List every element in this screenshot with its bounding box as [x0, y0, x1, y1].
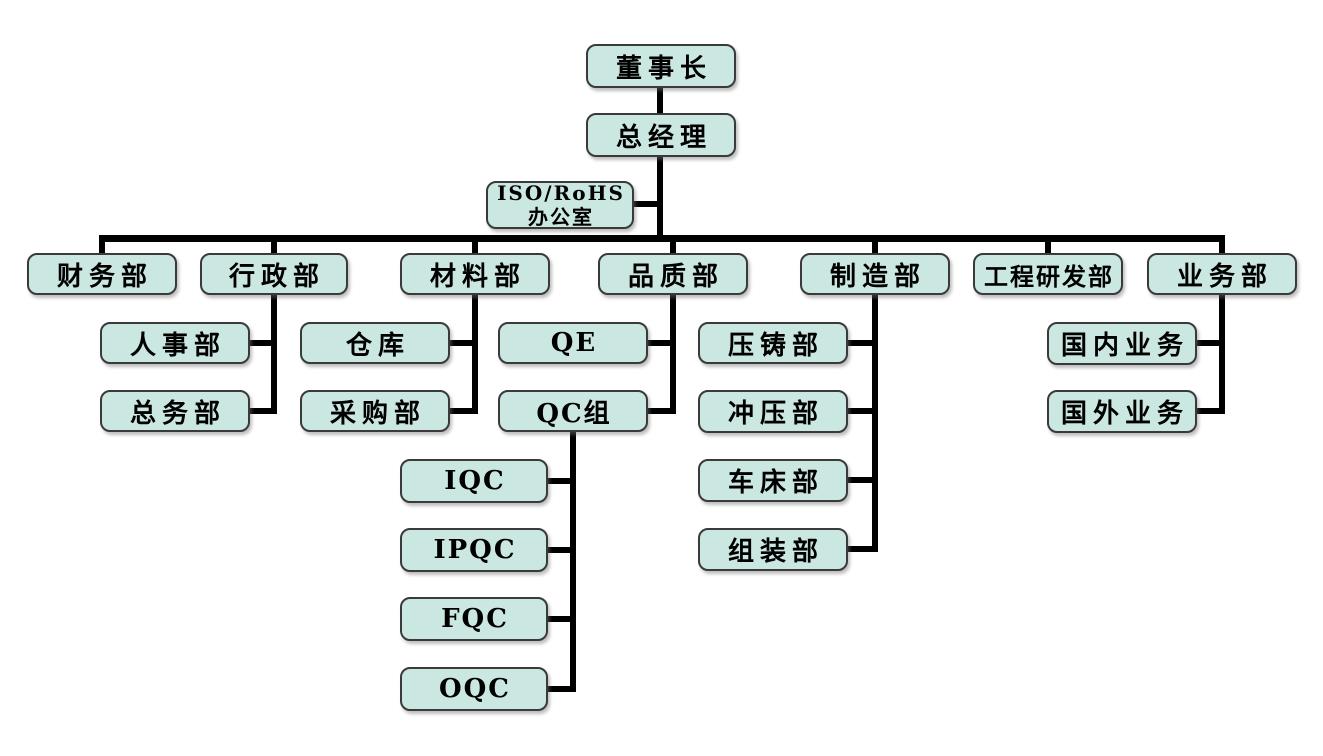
node-admin: 行政部 [200, 253, 348, 295]
connector-bar-business [1219, 235, 1225, 253]
connector-die-casting-stub [848, 340, 872, 346]
connector-bar-admin [271, 240, 277, 253]
node-qe: QE [498, 322, 648, 364]
connector-bar-quality [670, 240, 676, 253]
connector-domestic-stub [1197, 340, 1219, 346]
node-iso-rohs-office-line1: ISO/RoHS [497, 181, 625, 205]
node-stamping: 冲压部 [698, 390, 848, 433]
node-materials: 材料部 [400, 253, 550, 295]
connector-qe-stub [648, 340, 670, 346]
node-manufacturing: 制造部 [800, 253, 950, 295]
node-iso-rohs-office-line2: 办公室 [528, 205, 594, 229]
node-iqc: IQC [400, 459, 548, 503]
connector-chairman-gm [657, 88, 663, 115]
connector-lathe-stub [848, 477, 872, 483]
connector-purchasing-stub [450, 408, 472, 414]
node-qc-group: QC组 [498, 390, 648, 432]
node-engineering-rd: 工程研发部 [973, 253, 1123, 295]
connector-quality-column [670, 295, 676, 414]
connector-gm-bar [657, 157, 663, 237]
connector-ipqc-stub [548, 547, 570, 553]
connector-iqc-stub [548, 478, 570, 484]
connector-warehouse-stub [450, 340, 472, 346]
connector-assembly-stub [848, 546, 872, 552]
node-quality: 品质部 [598, 253, 748, 295]
node-warehouse: 仓库 [300, 322, 450, 364]
connector-bar-manufacturing [872, 240, 878, 253]
connector-bar-finance [99, 235, 105, 253]
connector-stamping-stub [848, 408, 872, 414]
connector-materials-column [472, 295, 478, 414]
node-lathe: 车床部 [698, 459, 848, 502]
connector-qc-column [570, 432, 576, 692]
node-overseas-business: 国外业务 [1047, 390, 1197, 433]
node-business: 业务部 [1147, 253, 1297, 295]
connector-bar-engineering [1045, 240, 1051, 253]
node-purchasing: 采购部 [300, 390, 450, 432]
node-ipqc: IPQC [400, 528, 548, 572]
connector-general-affairs-stub [250, 408, 271, 414]
connector-business-column [1219, 295, 1225, 414]
connector-admin-column [271, 295, 277, 414]
connector-hr-stub [250, 340, 271, 346]
connector-bar-materials [472, 240, 478, 253]
node-domestic-business: 国内业务 [1047, 322, 1197, 365]
node-general-manager: 总经理 [586, 113, 736, 157]
node-oqc: OQC [400, 667, 548, 711]
node-general-affairs: 总务部 [100, 390, 250, 432]
connector-qc-group-stub [648, 408, 670, 414]
node-assembly: 组装部 [698, 528, 848, 571]
node-finance: 财务部 [27, 253, 177, 295]
node-iso-rohs-office: ISO/RoHS 办公室 [486, 181, 634, 229]
node-chairman: 董事长 [586, 44, 736, 88]
node-die-casting: 压铸部 [698, 322, 848, 364]
connector-main-bar [99, 235, 1225, 242]
connector-fqc-stub [548, 616, 570, 622]
connector-overseas-stub [1197, 408, 1219, 414]
node-hr: 人事部 [100, 322, 250, 364]
node-fqc: FQC [400, 597, 548, 641]
connector-oqc-stub [548, 686, 570, 692]
connector-iso-stub [634, 201, 660, 207]
connector-manufacturing-column [872, 295, 878, 552]
